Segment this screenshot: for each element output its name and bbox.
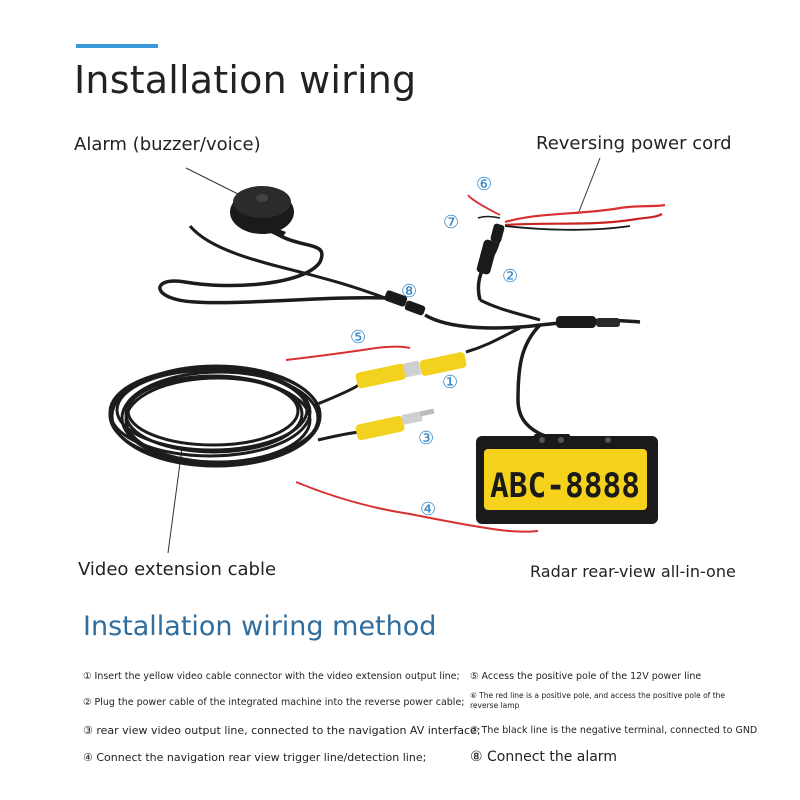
method-title: Installation wiring method (83, 611, 437, 642)
marker-1: ① (442, 372, 458, 393)
red-wire-6-tail (467, 194, 501, 216)
radar-plate: ABC-8888 (476, 434, 658, 524)
rca-1-out-cable (465, 326, 521, 354)
video-cable-coil (108, 364, 322, 468)
step-1: ① Insert the yellow video cable connecto… (83, 671, 460, 682)
step-3: ③ rear view video output line, connected… (83, 724, 481, 737)
rca-1-cable (314, 382, 361, 407)
power-leader-line (577, 157, 601, 215)
plate-text: ABC-8888 (490, 466, 640, 506)
radar-cable (516, 323, 546, 438)
step-2: ② Plug the power cable of the integrated… (83, 697, 465, 708)
marker-6: ⑥ (476, 174, 492, 195)
accent-bar (76, 44, 158, 48)
alarm-leader-line (185, 167, 239, 195)
video-leader-line (167, 447, 183, 554)
label-radar: Radar rear-view all-in-one (530, 562, 736, 581)
label-power-cord: Reversing power cord (536, 133, 732, 154)
label-alarm: Alarm (buzzer/voice) (74, 134, 261, 155)
rca-3-cable (317, 430, 361, 442)
connector-2 (476, 223, 505, 275)
step-4: ④ Connect the navigation rear view trigg… (83, 751, 427, 764)
rca-connector-3 (355, 408, 435, 441)
page-title: Installation wiring (74, 58, 417, 102)
radar-inline-connector (556, 316, 620, 328)
label-video-cable: Video extension cable (78, 559, 277, 580)
marker-8: ⑧ (401, 281, 417, 302)
marker-7: ⑦ (443, 212, 459, 233)
black-wire-7-tail (477, 215, 501, 219)
marker-5: ⑤ (350, 327, 366, 348)
step-6: ⑥ The red line is a positive pole, and a… (470, 691, 726, 710)
step-7: ⑦ The black line is the negative termina… (470, 725, 758, 736)
marker-3: ③ (418, 428, 434, 449)
alarm-cable (158, 230, 386, 305)
black-wire-7 (504, 225, 631, 231)
red-wire-5 (285, 345, 411, 361)
step-5: ⑤ Access the positive pole of the 12V po… (470, 671, 702, 682)
step-8: ⑧ Connect the alarm (470, 749, 617, 765)
buzzer (230, 186, 294, 238)
alarm-cable-loop-2 (188, 225, 386, 300)
red-wire-6 (504, 203, 666, 224)
marker-4: ④ (420, 499, 436, 520)
marker-2: ② (502, 266, 518, 287)
red-wire-4 (295, 481, 539, 533)
power-cable-lower (479, 298, 541, 322)
rca-connector-1 (355, 352, 467, 389)
red-wire-6b (504, 213, 663, 227)
connector-8 (384, 290, 426, 316)
wiring-diagram: ABC-8888 ⑥ ⑦ ② ⑧ ⑤ ① ③ ④ (108, 157, 666, 554)
